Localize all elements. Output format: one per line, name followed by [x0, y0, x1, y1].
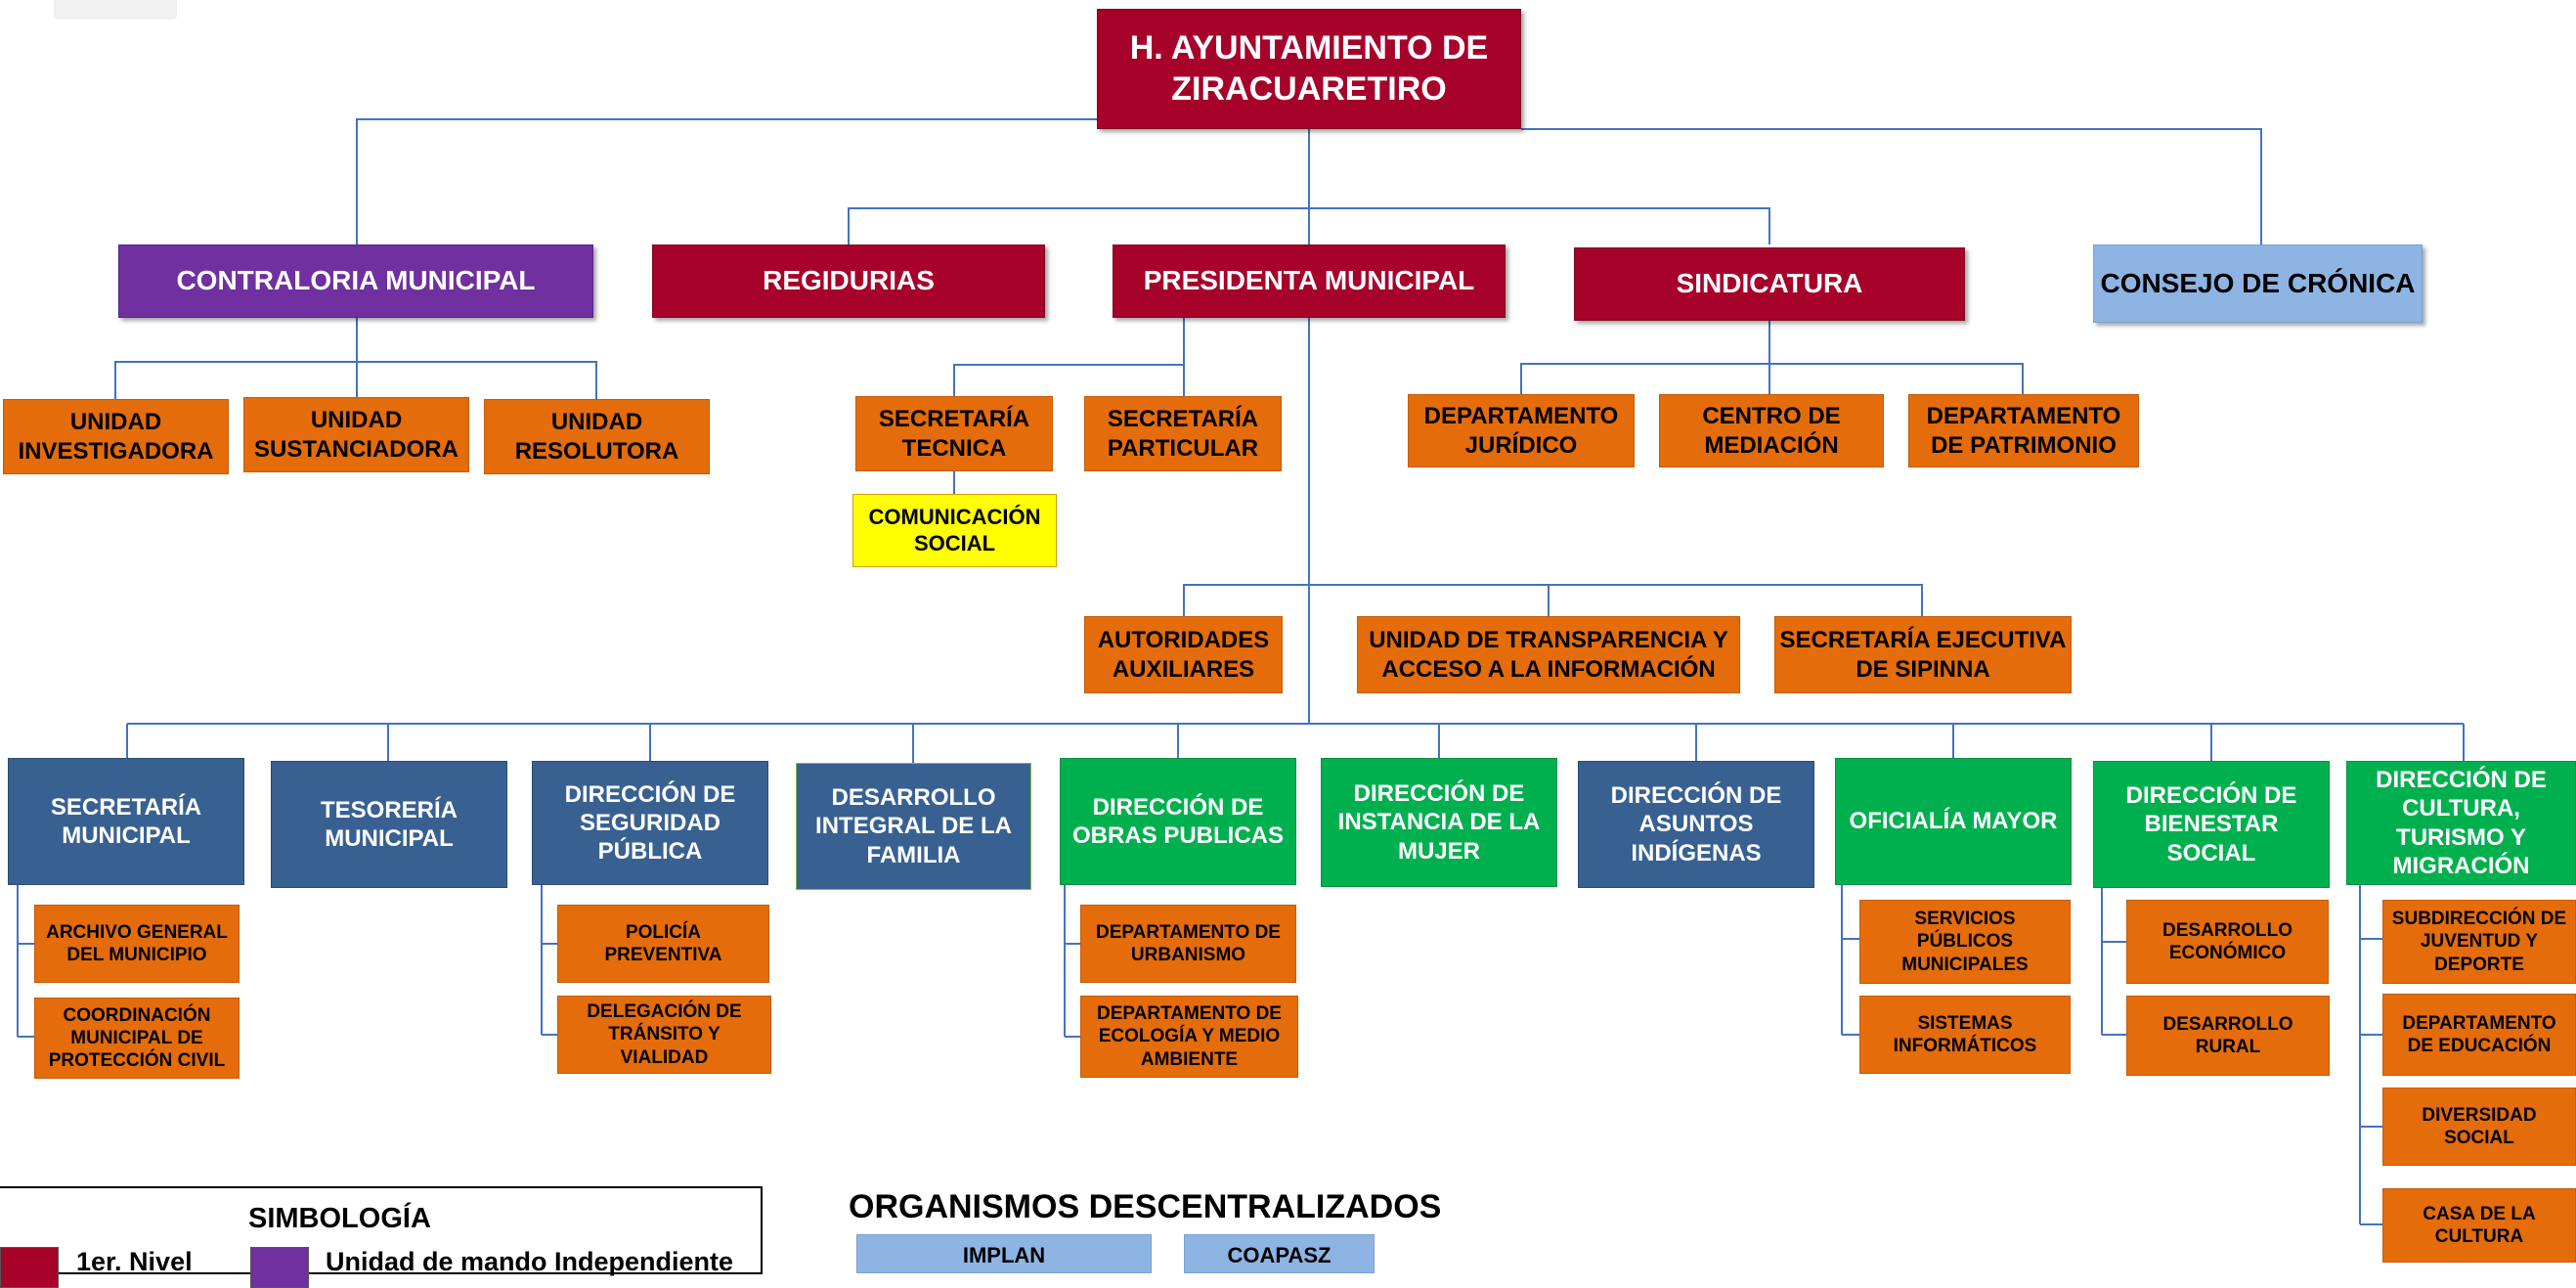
unidad-investigadora-box: UNIDAD INVESTIGADORA: [3, 399, 229, 474]
servicios-publicos-box: SERVICIOS PÚBLICOS MUNICIPALES: [1859, 900, 2071, 984]
contraloria-box: CONTRALORIA MUNICIPAL: [118, 244, 593, 318]
unidad-sustanciadora-box: UNIDAD SUSTANCIADORA: [243, 397, 469, 472]
legend-title: SIMBOLOGÍA: [248, 1203, 431, 1234]
cultura-turismo-box: DIRECCIÓN DE CULTURA, TURISMO Y MIGRACIÓ…: [2346, 761, 2576, 885]
secretaria-tecnica-box: SECRETARÍA TECNICA: [855, 396, 1053, 471]
regidurias-box: REGIDURIAS: [652, 244, 1045, 318]
transito-vialidad-box: DELEGACIÓN DE TRÁNSITO Y VIALIDAD: [557, 996, 771, 1074]
departamento-juridico-box: DEPARTAMENTO JURÍDICO: [1408, 394, 1635, 467]
departamento-educacion-box: DEPARTAMENTO DE EDUCACIÓN: [2382, 994, 2576, 1076]
unidad-transparencia-box: UNIDAD DE TRANSPARENCIA Y ACCESO A LA IN…: [1357, 616, 1740, 693]
secretaria-particular-box: SECRETARÍA PARTICULAR: [1084, 396, 1282, 471]
ecologia-box: DEPARTAMENTO DE ECOLOGÍA Y MEDIO AMBIENT…: [1080, 996, 1298, 1078]
archivo-general-box: ARCHIVO GENERAL DEL MUNICIPIO: [34, 905, 240, 983]
sindicatura-box: SINDICATURA: [1574, 247, 1965, 321]
seguridad-publica-box: DIRECCIÓN DE SEGURIDAD PÚBLICA: [532, 761, 768, 885]
oficialia-mayor-box: OFICIALÍA MAYOR: [1835, 758, 2072, 885]
bienestar-social-box: DIRECCIÓN DE BIENESTAR SOCIAL: [2093, 761, 2330, 888]
municipal-logo: [54, 0, 177, 20]
legend-swatch-independent: [250, 1247, 309, 1288]
presidenta-box: PRESIDENTA MUNICIPAL: [1113, 244, 1506, 318]
proteccion-civil-box: COORDINACIÓN MUNICIPAL DE PROTECCIÓN CIV…: [34, 998, 240, 1079]
tesoreria-municipal-box: TESORERÍA MUNICIPAL: [271, 761, 507, 888]
autoridades-auxiliares-box: AUTORIDADES AUXILIARES: [1084, 616, 1283, 693]
juventud-deporte-box: SUBDIRECCIÓN DE JUVENTUD Y DEPORTE: [2382, 900, 2576, 984]
centro-mediacion-box: CENTRO DE MEDIACIÓN: [1659, 394, 1884, 467]
sistemas-informaticos-box: SISTEMAS INFORMÁTICOS: [1859, 996, 2071, 1074]
ayuntamiento-box: H. AYUNTAMIENTO DE ZIRACUARETIRO: [1097, 9, 1521, 129]
comunicacion-social-box: COMUNICACIÓN SOCIAL: [852, 494, 1057, 567]
legend-swatch-first-level: [0, 1247, 59, 1288]
desarrollo-rural-box: DESARROLLO RURAL: [2126, 996, 2330, 1076]
consejo-cronica-box: CONSEJO DE CRÓNICA: [2093, 244, 2423, 323]
urbanismo-box: DEPARTAMENTO DE URBANISMO: [1080, 905, 1296, 983]
dif-box: DESARROLLO INTEGRAL DE LA FAMILIA: [796, 763, 1031, 890]
asuntos-indigenas-box: DIRECCIÓN DE ASUNTOS INDÍGENAS: [1578, 761, 1814, 888]
diversidad-social-box: DIVERSIDAD SOCIAL: [2382, 1088, 2576, 1166]
obras-publicas-box: DIRECCIÓN DE OBRAS PUBLICAS: [1060, 758, 1296, 885]
policia-preventiva-box: POLICÍA PREVENTIVA: [557, 905, 769, 983]
departamento-patrimonio-box: DEPARTAMENTO DE PATRIMONIO: [1908, 394, 2139, 467]
instancia-mujer-box: DIRECCIÓN DE INSTANCIA DE LA MUJER: [1321, 758, 1557, 887]
casa-cultura-box: CASA DE LA CULTURA: [2382, 1188, 2576, 1263]
sipinna-box: SECRETARÍA EJECUTIVA DE SIPINNA: [1774, 616, 2072, 693]
implan-box: IMPLAN: [856, 1234, 1152, 1273]
desarrollo-economico-box: DESARROLLO ECONÓMICO: [2126, 900, 2329, 984]
coapasz-box: COAPASZ: [1184, 1234, 1375, 1273]
legend: SIMBOLOGÍA 1er. Nivel Unidad de mando In…: [0, 1186, 763, 1288]
decentralized-title: ORGANISMOS DESCENTRALIZADOS: [849, 1188, 1442, 1225]
secretaria-municipal-box: SECRETARÍA MUNICIPAL: [8, 758, 244, 885]
unidad-resolutora-box: UNIDAD RESOLUTORA: [484, 399, 710, 474]
